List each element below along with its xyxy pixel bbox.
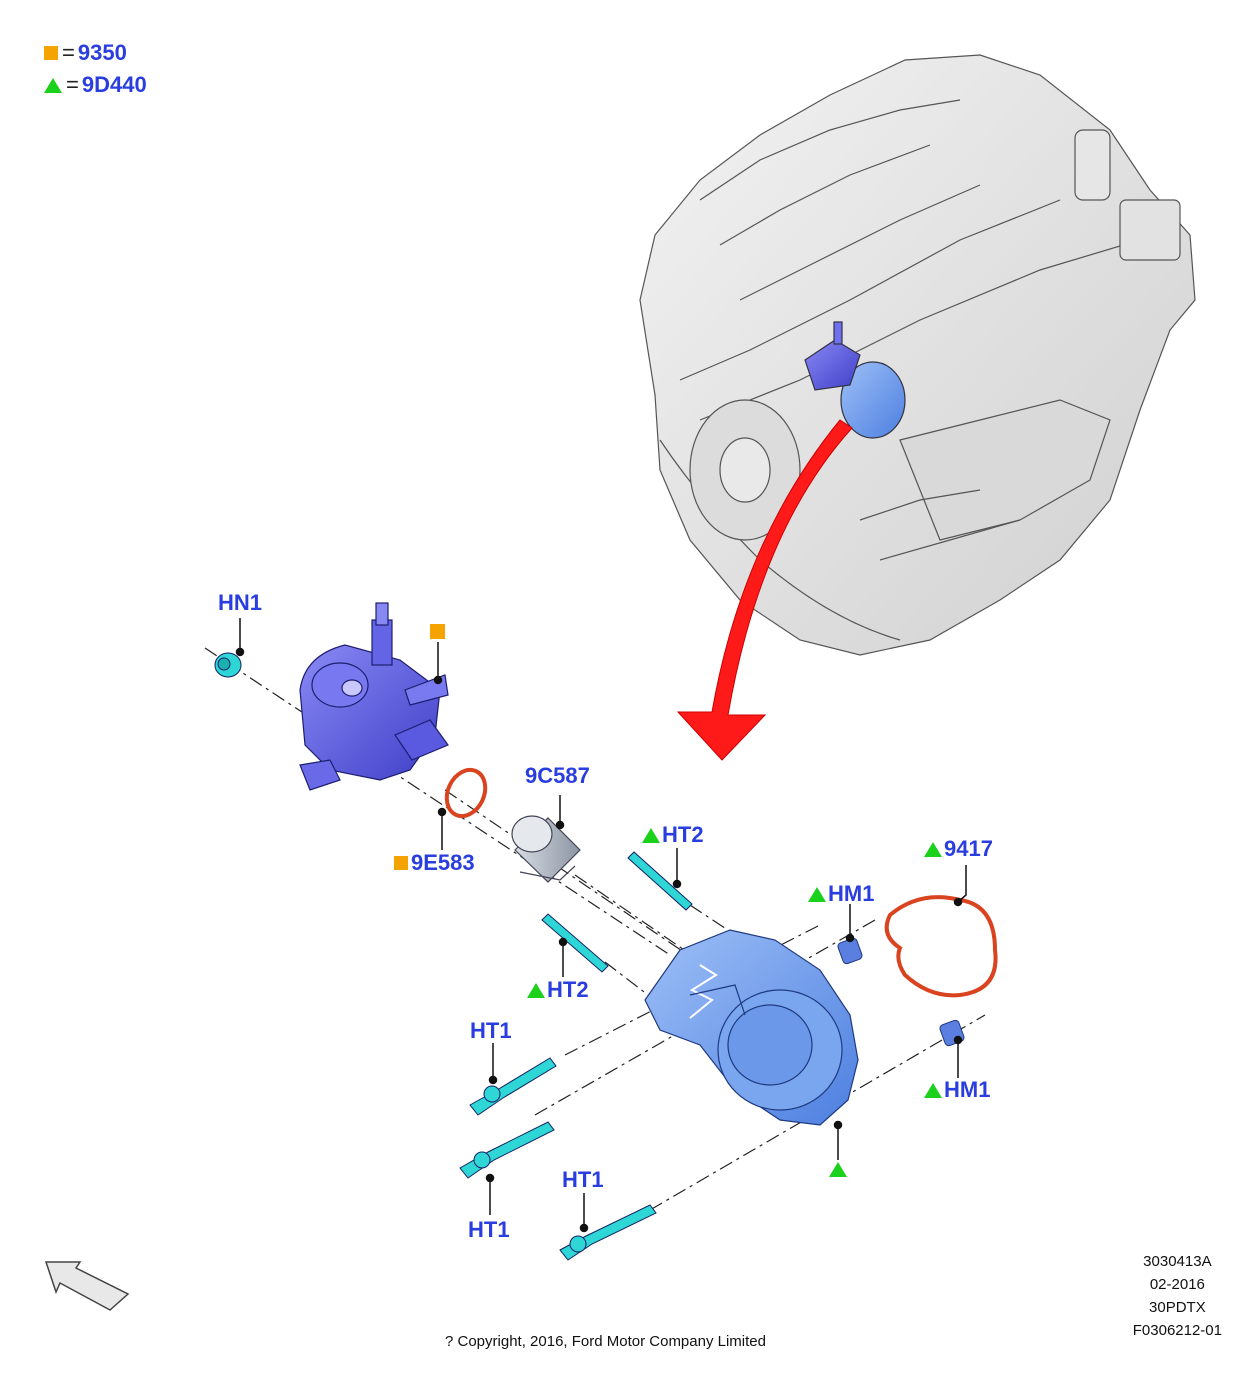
callout-hn1: HN1	[218, 590, 262, 616]
square-marker-icon	[44, 46, 58, 60]
square-marker-icon	[394, 856, 408, 870]
gasket-9417	[884, 895, 998, 998]
triangle-marker-icon	[642, 827, 660, 843]
callout-label: HT2	[547, 977, 589, 1002]
triangle-marker-icon	[924, 1082, 942, 1098]
engine-illustration	[639, 54, 1196, 656]
fuel-pump	[299, 602, 449, 791]
leader-lines	[235, 618, 967, 1233]
callout-ht1-lower: HT1	[468, 1217, 510, 1243]
red-arrow	[676, 419, 853, 761]
revision-date: 02-2016	[1149, 1276, 1205, 1293]
triangle-marker-icon	[829, 1162, 847, 1177]
callout-label: HT1	[470, 1018, 512, 1043]
engine-code: 30PDTX	[1149, 1299, 1206, 1316]
callout-9c587: 9C587	[525, 763, 590, 789]
callout-label: HT1	[468, 1217, 510, 1242]
callout-9417: 9417	[924, 836, 993, 862]
callout-label: 9C587	[525, 763, 590, 788]
callout-hm1-top: HM1	[808, 881, 874, 907]
callout-ht1-left: HT1	[470, 1018, 512, 1044]
callout-ht2-mid: HT2	[527, 977, 589, 1003]
figure-metadata: 3030413A 02-2016 30PDTX F0306212-01	[1133, 1250, 1222, 1342]
ht2-studs	[541, 851, 693, 973]
follower-9c587	[511, 815, 581, 883]
callout-9e583: 9E583	[394, 850, 475, 876]
triangle-marker-icon	[808, 886, 826, 902]
legend-code: 9D440	[81, 72, 147, 97]
legend-equals: =	[62, 40, 75, 65]
callout-label: HN1	[218, 590, 263, 615]
legend-row-triangle: = 9D440	[44, 72, 147, 98]
legend-row-square: = 9350	[44, 40, 127, 66]
hn1-nut	[214, 652, 242, 678]
view-direction-arrow	[44, 1261, 130, 1311]
callout-label: HM1	[828, 881, 875, 906]
callout-label: HT1	[562, 1167, 604, 1192]
callout-label: 9417	[944, 836, 993, 861]
square-marker-icon	[430, 624, 445, 639]
callout-ht2-top: HT2	[642, 822, 704, 848]
legend-equals: =	[66, 72, 79, 97]
reference-number: 3030413A	[1143, 1253, 1212, 1270]
callout-label: 9E583	[411, 850, 475, 875]
figure-number: F0306212-01	[1132, 1322, 1222, 1339]
triangle-marker-icon	[44, 77, 62, 93]
copyright-notice: ? Copyright, 2016, Ford Motor Company Li…	[445, 1333, 766, 1350]
callout-ht1-right: HT1	[562, 1167, 604, 1193]
legend-code: 9350	[77, 40, 127, 65]
triangle-marker-icon	[527, 982, 545, 998]
o-ring-9e583	[444, 767, 488, 819]
vacuum-pump	[644, 929, 859, 1126]
hm1-sleeves	[837, 937, 965, 1047]
callout-label: HM1	[944, 1077, 991, 1102]
callout-label: HT2	[662, 822, 704, 847]
ht1-bolts	[459, 1057, 657, 1261]
callout-hm1-bottom: HM1	[924, 1077, 990, 1103]
triangle-marker-icon	[924, 841, 942, 857]
